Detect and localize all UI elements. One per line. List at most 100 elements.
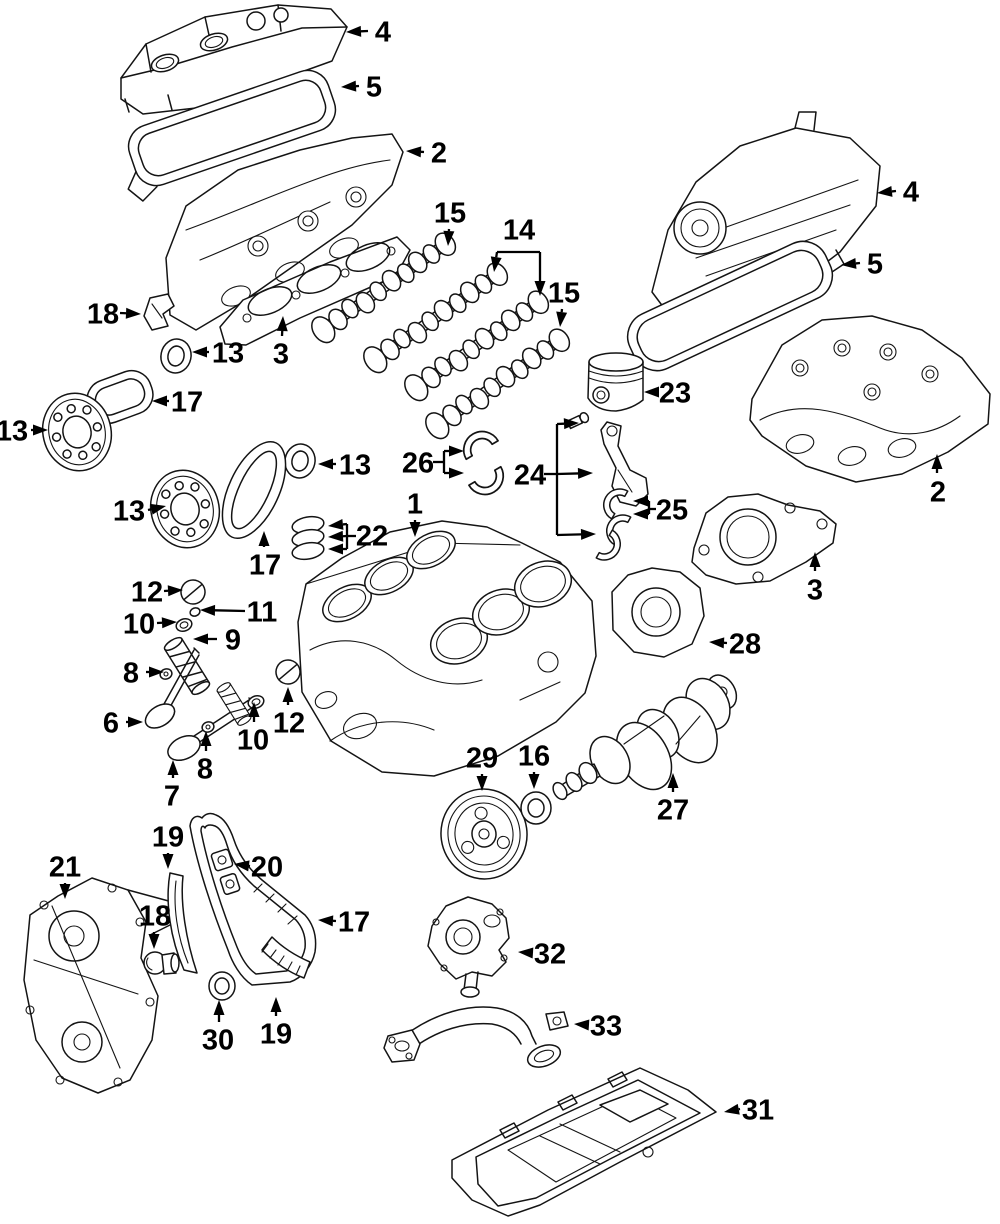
leader-arrowhead <box>162 854 174 869</box>
leader-arrowhead <box>234 860 250 872</box>
leader-arrowhead <box>248 702 260 717</box>
callout-label[interactable]: 9 <box>225 624 241 656</box>
callout-label[interactable]: 21 <box>49 851 81 883</box>
valve-cover-left <box>120 4 348 115</box>
callout-label[interactable]: 20 <box>251 851 283 883</box>
callout-label[interactable]: 31 <box>742 1094 774 1126</box>
callout-label[interactable]: 13 <box>113 495 145 527</box>
callout-label[interactable]: 5 <box>366 71 382 103</box>
callout-label[interactable]: 24 <box>514 459 546 491</box>
leader-arrowhead <box>877 185 893 197</box>
oil-pickup-tube <box>383 1006 569 1068</box>
leader-arrowhead <box>282 687 294 702</box>
callout-label[interactable]: 23 <box>659 377 691 409</box>
leader-arrowhead <box>556 311 568 327</box>
chain-guide-shoe <box>261 936 311 979</box>
leader-arrowhead <box>580 528 596 540</box>
callout-label[interactable]: 25 <box>656 494 688 526</box>
leader-arrowhead <box>33 424 48 436</box>
chain-guide <box>167 872 198 974</box>
callout-label[interactable]: 29 <box>466 742 498 774</box>
callout-label[interactable]: 1 <box>407 488 423 520</box>
callout-label[interactable]: 17 <box>249 549 281 581</box>
callout-label[interactable]: 8 <box>123 657 139 689</box>
callout-label[interactable]: 3 <box>273 338 289 370</box>
callout-label[interactable]: 15 <box>548 277 580 309</box>
leader-arrowhead <box>644 386 659 398</box>
callout-label[interactable]: 8 <box>197 753 213 785</box>
front-crank-seal <box>520 791 552 825</box>
piston <box>587 352 644 412</box>
callout-label[interactable]: 13 <box>212 337 244 369</box>
leader-arrowhead <box>167 760 179 775</box>
leader-arrowhead <box>318 458 333 470</box>
leader-arrowhead <box>149 666 164 678</box>
leader-arrowhead <box>150 503 166 515</box>
callout-label[interactable]: 10 <box>237 724 269 756</box>
leader-line <box>214 609 246 613</box>
callout-label[interactable]: 13 <box>0 415 28 447</box>
callout-label[interactable]: 12 <box>131 576 163 608</box>
callout-label[interactable]: 19 <box>152 821 184 853</box>
valve-stem-seal <box>201 721 215 733</box>
callout-label[interactable]: 5 <box>867 248 883 280</box>
callout-label[interactable]: 28 <box>729 628 761 660</box>
callout-label[interactable]: 26 <box>402 447 434 479</box>
callout-label[interactable]: 22 <box>356 520 388 552</box>
leader-arrowhead <box>809 552 821 567</box>
callout-label[interactable]: 13 <box>339 449 371 481</box>
rear-main-seal-plate <box>611 567 705 658</box>
callout-label[interactable]: 10 <box>123 608 155 640</box>
leader-arrowhead <box>518 947 534 959</box>
callout-label[interactable]: 12 <box>273 707 305 739</box>
leader-arrowhead <box>667 773 679 788</box>
callout-label[interactable]: 19 <box>260 1018 292 1050</box>
leader-line <box>147 508 152 512</box>
callout-label[interactable]: 33 <box>590 1010 622 1042</box>
callout-label[interactable]: 4 <box>375 16 391 48</box>
callout-label[interactable]: 17 <box>171 386 203 418</box>
callout-label[interactable]: 18 <box>139 900 171 932</box>
leader-arrowhead <box>318 915 334 927</box>
callout-label[interactable]: 32 <box>534 938 566 970</box>
crankshaft <box>552 674 738 801</box>
cylinder-head-left <box>165 133 404 331</box>
leader-arrowhead <box>724 1103 740 1115</box>
leader-arrowhead <box>161 617 177 629</box>
leader-arrowhead <box>59 884 71 899</box>
leader-arrowhead <box>148 934 160 949</box>
leader-arrowhead <box>128 716 143 728</box>
leader-arrowhead <box>931 454 943 469</box>
chain-tensioner-arm <box>210 848 241 896</box>
head-gasket-left <box>219 236 411 346</box>
connecting-rod <box>600 421 649 507</box>
callout-label[interactable]: 11 <box>247 596 278 628</box>
callout-label[interactable]: 7 <box>164 780 180 812</box>
oil-pump <box>427 896 510 998</box>
callout-label[interactable]: 17 <box>338 906 370 938</box>
leader-arrowhead <box>152 395 167 407</box>
callout-label[interactable]: 2 <box>431 137 447 169</box>
leader-line <box>495 251 499 258</box>
callout-label[interactable]: 27 <box>657 794 689 826</box>
leader-arrowhead <box>270 997 282 1012</box>
callout-label[interactable]: 18 <box>87 298 119 330</box>
leader-arrowhead <box>577 467 593 479</box>
callout-label[interactable]: 15 <box>434 197 466 229</box>
leader-arrowhead <box>633 495 648 507</box>
callout-label[interactable]: 3 <box>807 574 823 606</box>
callout-label[interactable]: 16 <box>518 740 550 772</box>
leader-arrowhead <box>192 346 207 358</box>
callout-label[interactable]: 30 <box>202 1024 234 1056</box>
callout-label[interactable]: 14 <box>503 214 535 246</box>
engine-block <box>297 520 597 777</box>
leader-arrowhead <box>449 445 464 457</box>
callout-label[interactable]: 6 <box>103 707 119 739</box>
leader-arrowhead <box>346 25 362 37</box>
callout-label[interactable]: 2 <box>930 476 946 508</box>
leader-line <box>556 533 582 537</box>
callout-label[interactable]: 4 <box>903 176 919 208</box>
